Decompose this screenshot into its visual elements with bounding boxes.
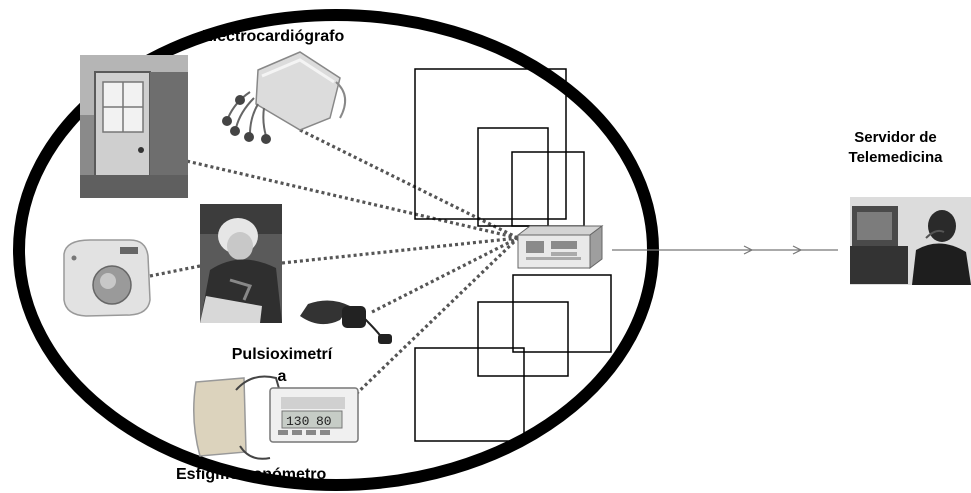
line-elderly bbox=[281, 236, 519, 265]
bp-diastolic-readout: 80 bbox=[316, 414, 332, 429]
line-sphyg bbox=[350, 236, 520, 400]
label-pulse-oximetry-line2: a bbox=[277, 368, 287, 385]
sphygmomanometer-icon bbox=[193, 375, 359, 460]
label-telemedicine-server: Servidor de Telemedicina bbox=[820, 128, 971, 168]
label-server-line2: Telemedicina bbox=[848, 149, 943, 166]
label-pulse-oximetry: Pulsioximetrí a bbox=[222, 344, 342, 388]
label-pulse-oximetry-line1: Pulsioximetrí bbox=[231, 346, 333, 363]
home-gateway-icon bbox=[516, 225, 604, 269]
ecg-device-icon bbox=[222, 51, 347, 144]
pulse-oximeter-icon bbox=[300, 300, 392, 344]
label-sphygmomanometer: Esfigmomanómetro bbox=[176, 466, 327, 483]
bp-systolic-readout: 130 bbox=[286, 414, 309, 429]
line-ecg bbox=[299, 128, 519, 240]
line-motion bbox=[149, 264, 201, 278]
line-door bbox=[151, 151, 519, 240]
door-sensor-photo bbox=[80, 55, 188, 198]
label-electrocardiograph: Electrocardiógrafo bbox=[202, 28, 345, 45]
connection-lines bbox=[149, 128, 520, 400]
server-link bbox=[612, 245, 838, 255]
motion-sensor-icon bbox=[63, 239, 151, 317]
telemedicine-server-photo bbox=[850, 197, 971, 285]
label-server-line1: Servidor de bbox=[854, 129, 937, 146]
placeholder-frames-bottom bbox=[414, 274, 612, 442]
elderly-patient-photo bbox=[200, 204, 282, 323]
placeholder-frames-top bbox=[414, 68, 585, 227]
line-pulse bbox=[371, 236, 519, 314]
